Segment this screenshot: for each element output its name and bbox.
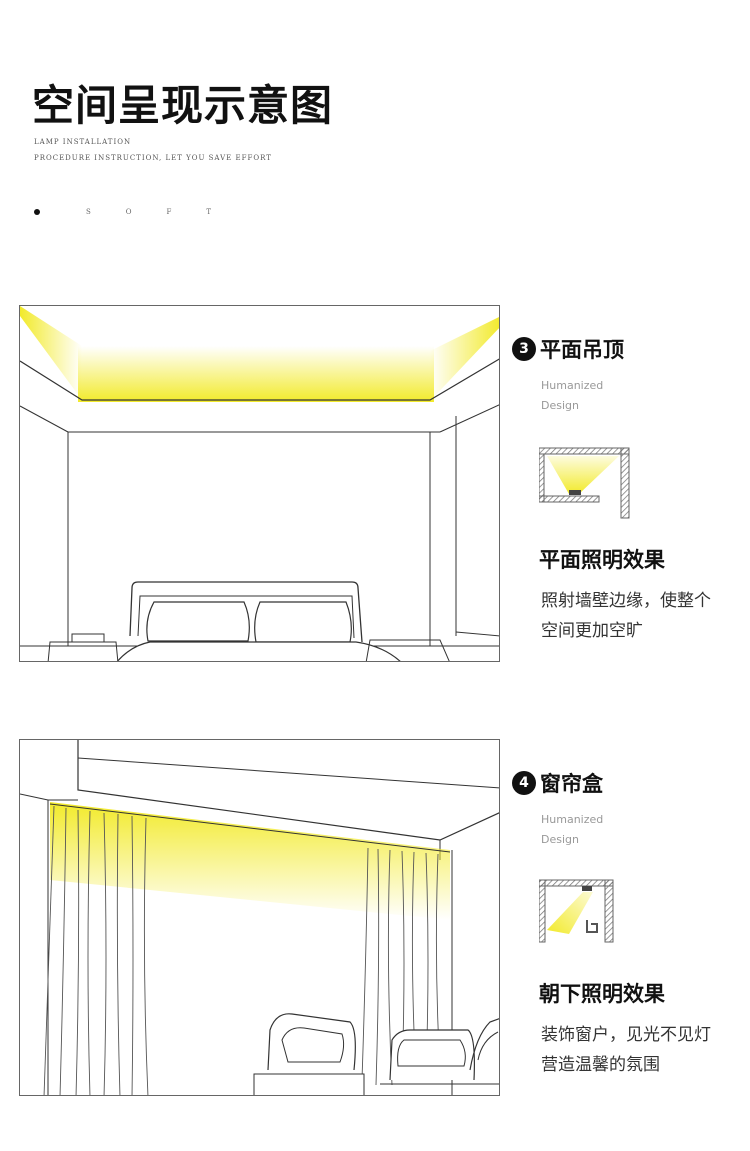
ceiling-glow-right: [430, 316, 499, 401]
effect-title: 朝下照明效果: [539, 982, 665, 1006]
effect-title: 平面照明效果: [539, 548, 665, 572]
soft-indicator: S O F T: [34, 208, 246, 216]
subtitle-line-1: LAMP INSTALLATION: [34, 138, 132, 146]
description-line-2: 空间更加空旷: [541, 621, 643, 641]
living-room-sketch: [20, 740, 499, 1095]
ceiling-glow-left: [20, 306, 82, 400]
description-line-2: 营造温馨的氛围: [541, 1055, 660, 1075]
section-curtain-box: 4 窗帘盒 Humanized Design 朝下照明效果: [512, 768, 742, 1080]
effect-description: 装饰窗户，见光不见灯 营造温馨的氛围: [541, 1020, 742, 1080]
tag-line-2: Design: [541, 833, 579, 846]
description-line-1: 装饰窗户，见光不见灯: [541, 1025, 711, 1045]
tag-line-1: Humanized: [541, 813, 604, 826]
section-flat-ceiling: 3 平面吊顶 Humanized Design 平面照明效果: [512, 334, 742, 646]
section-number-badge: 3: [512, 337, 536, 361]
soft-letter: O: [125, 208, 132, 216]
downlight-diagram: [538, 876, 742, 960]
soft-letter: F: [166, 208, 172, 216]
curtain-glow: [50, 802, 450, 920]
subtitle-line-2: PROCEDURE INSTRUCTION, LET YOU SAVE EFFO…: [34, 154, 272, 162]
section-heading: 4 窗帘盒: [512, 768, 742, 798]
bedroom-sketch: [20, 306, 499, 661]
section-number-badge: 4: [512, 771, 536, 795]
soft-letter: T: [206, 208, 212, 216]
section-tag: Humanized Design: [541, 810, 742, 850]
flat-light-diagram: [538, 442, 742, 526]
section-tag: Humanized Design: [541, 376, 742, 416]
indicator-dot: [34, 209, 40, 215]
section-heading: 3 平面吊顶: [512, 334, 742, 364]
ceiling-glow-center: [78, 346, 434, 402]
section-name: 平面吊顶: [540, 338, 624, 362]
description-line-1: 照射墙壁边缘，使整个: [541, 591, 711, 611]
tag-line-2: Design: [541, 399, 579, 412]
effect-description: 照射墙壁边缘，使整个 空间更加空旷: [541, 586, 742, 646]
section-name: 窗帘盒: [540, 772, 603, 796]
curtain-box-illustration: [19, 739, 500, 1096]
page-title: 空间呈现示意图: [32, 81, 334, 130]
ceiling-illustration: [19, 305, 500, 662]
tag-line-1: Humanized: [541, 379, 604, 392]
soft-letter: S: [86, 208, 91, 216]
